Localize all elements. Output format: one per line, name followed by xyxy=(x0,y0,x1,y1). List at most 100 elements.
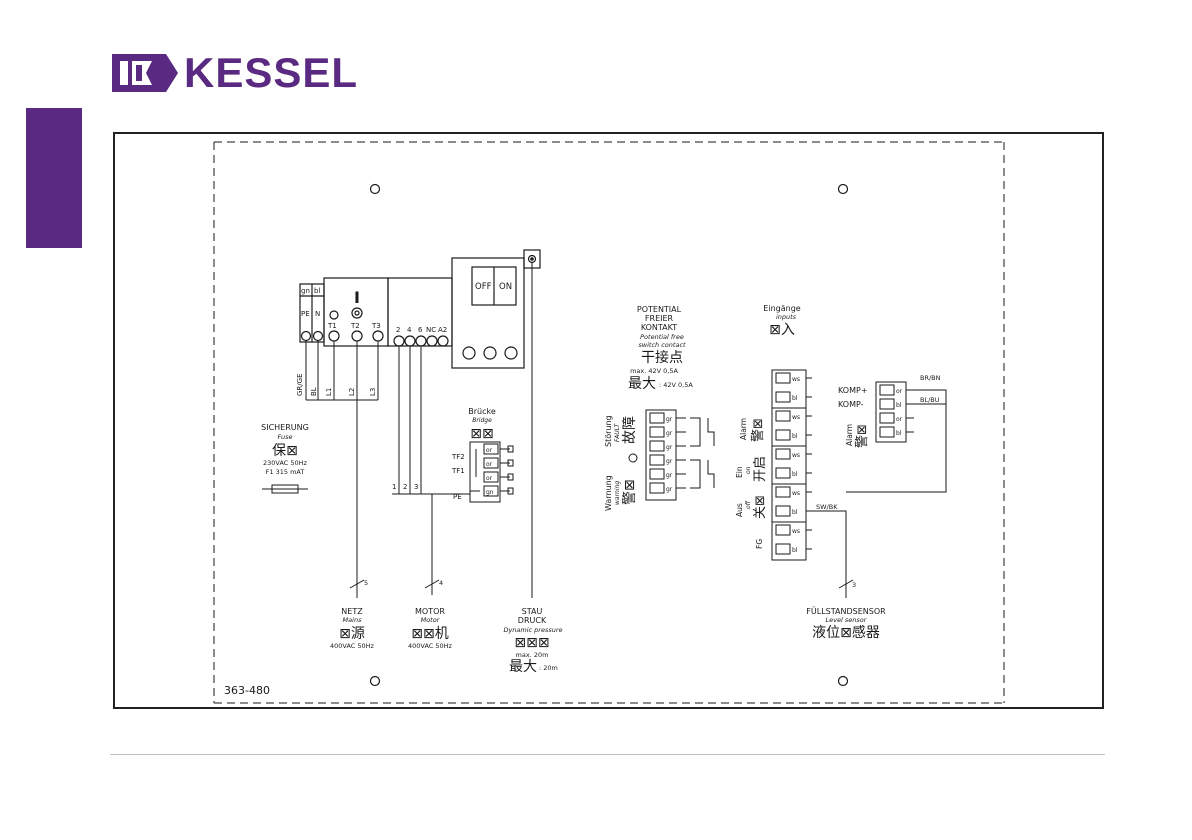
footer-rule xyxy=(110,754,1105,755)
potential-sub-1: Potential free xyxy=(640,333,684,341)
bruecke-cjk: ⊠⊠ xyxy=(470,426,493,442)
motor-wire-count: 4 xyxy=(439,579,443,587)
netz-title: NETZ xyxy=(341,607,363,616)
terminal-bl: bl xyxy=(314,287,320,295)
level-wire-tick xyxy=(838,579,854,589)
fuse-symbol xyxy=(262,484,308,494)
input-code-4: bl xyxy=(792,433,798,440)
aux-terminal-2: 2 xyxy=(396,326,400,334)
terminal-pe: PE xyxy=(301,310,310,318)
potential-sub-2: switch contact xyxy=(638,341,686,349)
aux-terminal-6: 6 xyxy=(418,326,423,334)
sicherung-subtitle: Fuse xyxy=(278,433,293,441)
brand-name: KESSEL xyxy=(184,49,359,96)
wire-l2: L2 xyxy=(348,388,356,396)
kessel-logo-mark xyxy=(112,54,178,92)
komp-terminal-block xyxy=(846,381,947,493)
staudruck-subtitle: Dynamic pressure xyxy=(503,626,562,634)
komp-alarm-label: Alarm xyxy=(845,424,854,446)
komp-code-4: bl xyxy=(896,430,902,437)
fault-code-4: gr xyxy=(666,458,673,465)
bridge-code-1: or xyxy=(486,447,493,454)
eingaenge-cjk: ⊠入 xyxy=(769,322,795,338)
komp-code-2: bl xyxy=(896,402,902,409)
stoerung-label: Störung xyxy=(604,415,613,447)
motor-subtitle: Motor xyxy=(421,616,441,624)
input-off-label: off xyxy=(745,500,752,509)
motor-spec: 400VAC 50Hz xyxy=(408,642,453,650)
switch-on-label: ON xyxy=(499,282,512,292)
potential-line-3: KONTAKT xyxy=(641,323,677,332)
staudruck-cjk: ⊠⊠⊠ xyxy=(514,635,549,651)
mains-wires xyxy=(305,262,533,598)
input-terminal-block xyxy=(771,369,847,598)
bridge-code-4: gn xyxy=(486,489,494,496)
potential-spec: max. 42V 0,5A xyxy=(630,367,678,375)
switch-off-label: OFF xyxy=(475,282,492,292)
potential-spec-2: : 42V 0,5A xyxy=(659,381,693,389)
eingaenge-subtitle: inputs xyxy=(776,313,797,321)
bridge-code-2: or xyxy=(486,461,493,468)
input-alarm-cjk: 警⊠ xyxy=(750,418,766,442)
terminal-n: N xyxy=(315,310,320,318)
sicherung-spec2: F1 315 mAT xyxy=(266,468,305,476)
mounting-holes xyxy=(369,183,849,687)
terminal-t3: T3 xyxy=(371,322,381,330)
eingaenge-title: Eingänge xyxy=(763,304,800,313)
fault-label: FAULT xyxy=(614,422,621,442)
potential-cjk-max: 最大 xyxy=(628,376,656,392)
input-alarm-label: Alarm xyxy=(739,418,748,440)
input-code-8: bl xyxy=(792,509,798,516)
wire-gr-ge: GR/GE xyxy=(296,374,304,397)
bruecke-subtitle: Bridge xyxy=(472,417,492,424)
komp-plus-label: KOMP+ xyxy=(838,386,868,395)
staudruck-title-1: STAU xyxy=(522,607,543,616)
motor-wire-1: 1 xyxy=(392,483,396,491)
bridge-tf1: TF1 xyxy=(451,467,465,475)
netz-subtitle: Mains xyxy=(343,616,363,624)
motor-cjk: ⊠⊠机 xyxy=(411,626,448,642)
input-code-10: bl xyxy=(792,547,798,554)
fault-code-5: gr xyxy=(666,472,673,479)
bridge-pe: PE xyxy=(453,493,462,501)
br-bn-label: BR/BN xyxy=(920,374,941,382)
sicherung-spec1: 230VAC 50Hz xyxy=(263,459,308,467)
komp-alarm-cjk: 警⊠ xyxy=(854,424,870,448)
fault-terminal-block xyxy=(628,409,715,501)
sicherung-title: SICHERUNG xyxy=(261,423,309,432)
drawing-frame xyxy=(113,132,1104,709)
terminal-t1: T1 xyxy=(327,322,337,330)
fault-code-3: gr xyxy=(666,444,673,451)
sicherung-cjk: 保⊠ xyxy=(272,443,298,459)
potential-cjk: 干接点 xyxy=(641,349,683,366)
wire-bl: BL xyxy=(310,387,318,396)
input-fg-label: FG xyxy=(755,539,764,549)
input-code-2: bl xyxy=(792,395,798,402)
terminal-t2: T2 xyxy=(350,322,360,330)
fault-code-6: gr xyxy=(666,486,673,493)
bridge-tf2: TF2 xyxy=(451,453,465,461)
input-code-5: ws xyxy=(792,452,800,459)
input-code-1: ws xyxy=(792,376,800,383)
input-on-label: on xyxy=(745,466,752,474)
komp-code-1: or xyxy=(896,388,903,395)
side-tab xyxy=(26,108,82,248)
fuellstand-title: FÜLLSTANDSENSOR xyxy=(806,606,886,616)
input-off-cjk: 关⊠ xyxy=(753,495,768,519)
warning-label: warning xyxy=(614,481,621,505)
warn-cjk: 警⊠ xyxy=(622,479,638,505)
komp-minus-label: KOMP- xyxy=(838,400,864,409)
netz-wire-count: 5 xyxy=(364,579,368,587)
komp-code-3: or xyxy=(896,416,903,423)
netz-spec: 400VAC 50Hz xyxy=(330,642,375,650)
input-code-7: ws xyxy=(792,490,800,497)
fuellstand-subtitle: Level sensor xyxy=(826,616,868,624)
potential-line-2: FREIER xyxy=(645,314,674,323)
drawing-number: 363-480 xyxy=(224,684,270,697)
input-code-9: ws xyxy=(792,528,800,535)
board-outline xyxy=(213,141,1005,704)
fault-cjk: 故障 xyxy=(622,416,638,444)
input-on-cjk: 开启 xyxy=(753,456,768,482)
level-wire-count: 3 xyxy=(852,581,856,589)
motor-wire-3: 3 xyxy=(414,483,418,491)
